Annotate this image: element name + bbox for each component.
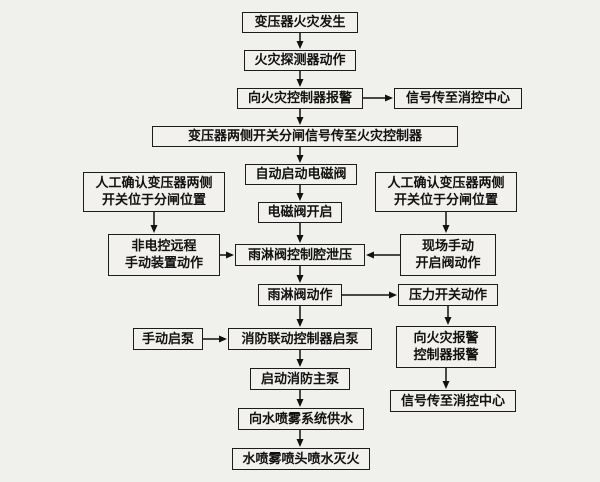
node-solenoid-open: 电磁阀开启 — [258, 202, 342, 223]
node-linkage-controller-start-pump: 消防联动控制器启泵 — [228, 328, 372, 350]
node-non-electric-remote-manual: 非电控远程 手动装置动作 — [108, 234, 220, 276]
node-pressure-switch-acts: 压力开关动作 — [398, 284, 498, 306]
node-report-fire-alarm-controller: 向火灾报警 控制器报警 — [396, 326, 496, 368]
node-supply-water-spray-system: 向水喷雾系统供水 — [238, 408, 364, 430]
node-detector-acts: 火灾探测器动作 — [244, 50, 356, 71]
node-alarm-to-controller: 向火灾控制器报警 — [237, 88, 363, 109]
node-start-main-fire-pump: 启动消防主泵 — [250, 368, 350, 390]
node-auto-start-solenoid: 自动启动电磁阀 — [245, 164, 357, 185]
node-right-manual-confirm: 人工确认变压器两侧 开关位于分闸位置 — [375, 172, 517, 212]
node-switch-open-signal: 变压器两侧开关分闸信号传至火灾控制器 — [152, 126, 458, 147]
node-signal-to-control-center-bottom: 信号传至消控中心 — [390, 390, 516, 412]
node-signal-to-control-center-top: 信号传至消控中心 — [394, 88, 522, 109]
node-manual-pump-start: 手动启泵 — [133, 328, 203, 350]
node-left-manual-confirm: 人工确认变压器两侧 开关位于分闸位置 — [83, 172, 225, 212]
node-deluge-valve-acts: 雨淋阀动作 — [258, 284, 342, 306]
node-deluge-chamber-relief: 雨淋阀控制腔泄压 — [235, 244, 365, 266]
node-site-manual-valve-open: 现场手动 开启阀动作 — [400, 234, 496, 276]
node-spray-extinguish: 水喷雾喷头喷水灭火 — [232, 448, 370, 470]
node-fire-occurs: 变压器火灾发生 — [242, 12, 358, 33]
